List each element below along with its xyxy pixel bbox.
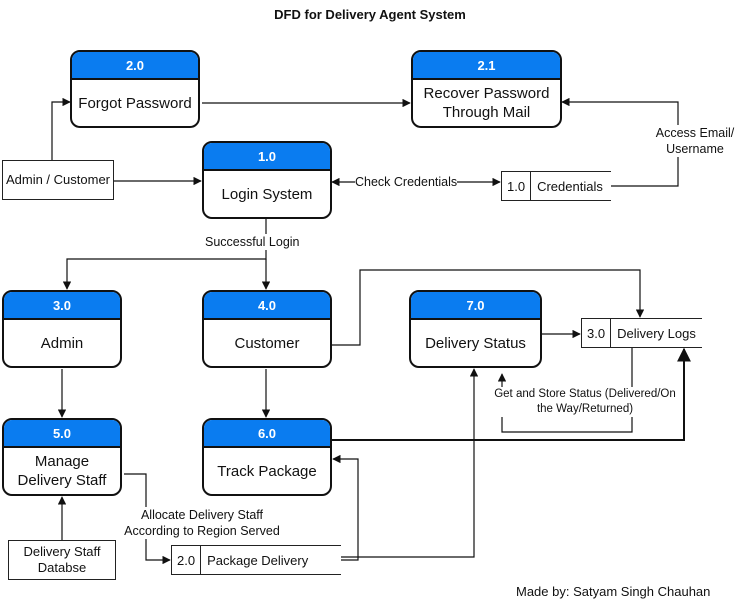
process-delivery-status[interactable]: 7.0 Delivery Status bbox=[409, 290, 542, 368]
process-forgot-password[interactable]: 2.0 Forgot Password bbox=[70, 50, 200, 128]
process-recover-password[interactable]: 2.1 Recover Password Through Mail bbox=[411, 50, 562, 128]
process-name: Forgot Password bbox=[78, 94, 192, 112]
process-customer[interactable]: 4.0 Customer bbox=[202, 290, 332, 368]
entity-delivery-staff-database[interactable]: Delivery Staff Databse bbox=[8, 540, 116, 580]
process-name: Login System bbox=[221, 185, 313, 203]
process-admin[interactable]: 3.0 Admin bbox=[2, 290, 122, 368]
process-id: 6.0 bbox=[204, 420, 330, 448]
process-name: Delivery Status bbox=[425, 334, 526, 352]
store-package-delivery[interactable]: 2.0 Package Delivery bbox=[171, 545, 341, 575]
process-manage-delivery-staff[interactable]: 5.0 Manage Delivery Staff bbox=[2, 418, 122, 496]
flow-package-to-status bbox=[341, 368, 479, 558]
process-id: 4.0 bbox=[204, 292, 330, 320]
store-name: Credentials bbox=[537, 178, 603, 194]
process-name: Recover Password Through Mail bbox=[423, 85, 550, 121]
flow-package-to-track bbox=[332, 454, 359, 561]
flow-label-successful-login: Successful Login bbox=[205, 234, 300, 250]
process-id: 7.0 bbox=[411, 292, 540, 320]
store-id: 1.0 bbox=[502, 172, 532, 200]
store-id: 2.0 bbox=[172, 546, 202, 574]
process-name: Track Package bbox=[217, 462, 317, 480]
process-name: Customer bbox=[234, 334, 300, 352]
flow-login-split bbox=[62, 219, 267, 290]
process-name: Admin bbox=[40, 334, 84, 352]
author-credit: Made by: Satyam Singh Chauhan bbox=[516, 584, 711, 599]
store-name: Package Delivery bbox=[207, 552, 309, 568]
process-track-package[interactable]: 6.0 Track Package bbox=[202, 418, 332, 496]
process-id: 3.0 bbox=[4, 292, 120, 320]
flow-label-check-credentials: Check Credentials bbox=[355, 174, 458, 190]
entity-admin-customer[interactable]: Admin / Customer bbox=[2, 160, 114, 200]
diagram-title: DFD for Delivery Agent System bbox=[274, 7, 466, 22]
process-name: Manage Delivery Staff bbox=[17, 453, 107, 489]
process-id: 2.0 bbox=[72, 52, 198, 80]
flow-label-allocate-staff: Allocate Delivery Staff According to Reg… bbox=[112, 507, 292, 539]
flow-entity-to-forgot bbox=[51, 97, 71, 160]
flow-track-to-logs bbox=[332, 347, 691, 441]
store-id: 3.0 bbox=[582, 319, 612, 347]
store-credentials[interactable]: 1.0 Credentials bbox=[501, 171, 611, 201]
process-id: 5.0 bbox=[4, 420, 120, 448]
process-id: 2.1 bbox=[413, 52, 560, 80]
store-delivery-logs[interactable]: 3.0 Delivery Logs bbox=[581, 318, 702, 348]
flow-label-access-email: Access Email/ Username bbox=[650, 125, 740, 157]
flow-label-get-store-status: Get and Store Status (Delivered/On the W… bbox=[490, 387, 680, 417]
process-id: 1.0 bbox=[204, 143, 330, 171]
store-name: Delivery Logs bbox=[617, 325, 696, 341]
flow-customer-to-logs bbox=[332, 269, 645, 346]
process-login-system[interactable]: 1.0 Login System bbox=[202, 141, 332, 219]
